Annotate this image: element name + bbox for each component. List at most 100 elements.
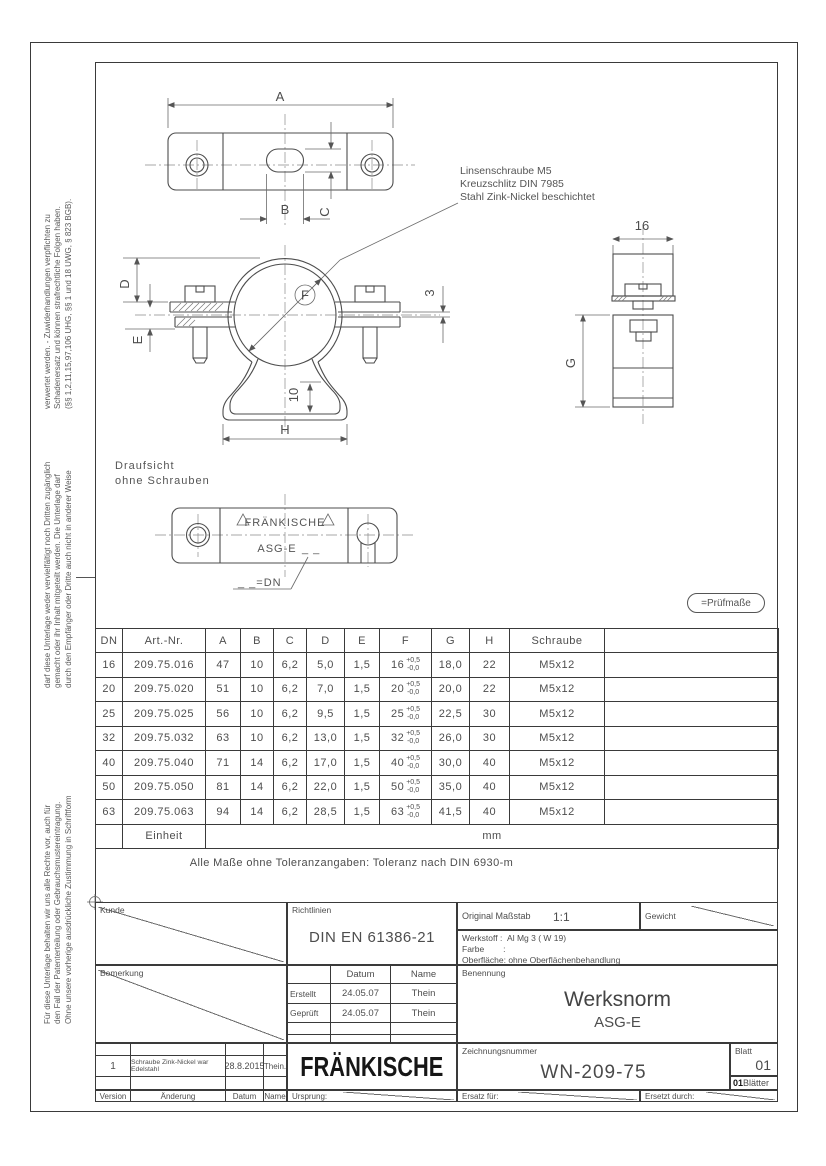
ersetzt-durch-field: Ersetzt durch: <box>640 1090 778 1102</box>
plate-model-text: ASG-E <box>257 543 296 555</box>
screw-note-line1: Linsenschraube M5 <box>460 165 552 177</box>
cell-d: 17,0 <box>306 750 345 776</box>
version-header: Version <box>96 1091 131 1101</box>
col-header-art: Art.-Nr. <box>122 628 206 653</box>
cell-schraube: M5x12 <box>509 725 605 751</box>
screw-note: Linsenschraube M5 Kreuzschlitz DIN 7985 … <box>339 165 595 261</box>
zeichnungsnummer-field: Zeichnungsnummer WN-209-75 <box>457 1043 730 1090</box>
cell-art: 209.75.016 <box>122 652 206 678</box>
blaetter-label: Blätter <box>743 1078 770 1088</box>
einheit-empty-cell <box>95 823 123 849</box>
side-view: 16 G <box>563 218 676 424</box>
erstellt-label: Erstellt <box>288 984 331 1003</box>
cell-g: 41,5 <box>431 799 470 825</box>
front-view: F D E 3 10 H <box>117 245 450 445</box>
col-header-d: D <box>306 628 345 653</box>
blaetter-count: 01 <box>733 1078 744 1088</box>
geprueft-label: Geprüft <box>288 1004 331 1022</box>
cell-art: 209.75.020 <box>122 676 206 702</box>
cell-art: 209.75.040 <box>122 750 206 776</box>
cell-art: 209.75.063 <box>122 799 206 825</box>
cell-b: 14 <box>240 799 274 825</box>
cell-empty <box>604 652 779 678</box>
plan-view: Draufsicht ohne Schrauben FRÄNKISCHE ASG… <box>115 460 415 590</box>
cell-dn: 50 <box>95 774 123 800</box>
dim-label-b: B <box>281 202 290 217</box>
cell-f: 25+0,5-0,0 <box>379 701 432 727</box>
cell-empty <box>604 676 779 702</box>
cell-a: 47 <box>205 652 241 678</box>
ursprung-label: Ursprung: <box>292 1092 328 1101</box>
cell-e: 1,5 <box>344 652 380 678</box>
section-hatch <box>172 302 224 327</box>
cell-e: 1,5 <box>344 750 380 776</box>
cell-h: 40 <box>469 750 510 776</box>
col-header-h: H <box>469 628 510 653</box>
massstab-label: Original Maßstab <box>462 911 531 921</box>
cell-g: 30,0 <box>431 750 470 776</box>
blatt-label: Blatt <box>735 1046 753 1056</box>
cell-dn: 25 <box>95 701 123 727</box>
dim-label-10: 10 <box>286 388 301 402</box>
cell-b: 10 <box>240 676 274 702</box>
table-header-row: DN Art.-Nr. A B C D E F G H Schraube <box>95 628 779 653</box>
einheit-label: Einheit <box>122 823 206 849</box>
cell-h: 22 <box>469 676 510 702</box>
legal-notice-part1: Für diese Unterlage behalten wir uns all… <box>43 795 73 1024</box>
table-row: 50 209.75.050 81 14 6,2 22,0 1,5 50+0,5-… <box>95 774 779 800</box>
einheit-row: Einheit mm <box>95 823 779 849</box>
plate-dn-blank: _ _ <box>301 543 320 555</box>
table-row: 25 209.75.025 56 10 6,2 9,5 1,5 25+0,5-0… <box>95 701 779 727</box>
approval-name-header: Name <box>410 969 437 980</box>
cell-a: 63 <box>205 725 241 751</box>
bemerkung-field: Bemerkung <box>95 965 287 1043</box>
cell-f: 32+0,5-0,0 <box>379 725 432 751</box>
col-header-e: E <box>344 628 380 653</box>
werkstoff-label: Werkstoff : <box>462 933 503 943</box>
dim-label-g: G <box>563 358 578 368</box>
richtlinien-value: DIN EN 61386-21 <box>309 929 435 946</box>
left-screw <box>184 285 216 364</box>
cell-e: 1,5 <box>344 799 380 825</box>
cell-schraube: M5x12 <box>509 750 605 776</box>
col-header-c: C <box>273 628 307 653</box>
cell-c: 6,2 <box>273 799 307 825</box>
dim-label-a: A <box>276 89 285 104</box>
aenderung-header: Änderung <box>131 1091 226 1101</box>
sheet-center-mark <box>76 577 95 578</box>
cell-art: 209.75.050 <box>122 774 206 800</box>
cell-schraube: M5x12 <box>509 774 605 800</box>
cell-a: 51 <box>205 676 241 702</box>
revision-table: 1 Schraube Zink-Nickel war Edelstahl 28.… <box>95 1043 287 1090</box>
benennung-subtitle: ASG-E <box>594 1014 641 1031</box>
dim-label-d: D <box>117 279 132 288</box>
cell-e: 1,5 <box>344 774 380 800</box>
ersatz-fuer-label: Ersatz für: <box>462 1092 499 1101</box>
dim-label-e: E <box>130 335 145 344</box>
kunde-label: Kunde <box>100 905 125 915</box>
technical-drawing: A B C Linsenschraube M5 Kreuzschlitz DIN… <box>115 89 676 590</box>
ersatz-fuer-field: Ersatz für: <box>457 1090 640 1102</box>
col-header-g: G <box>431 628 470 653</box>
legal-notice-part2: darf diese Unterlage weder vervielfältig… <box>43 461 73 688</box>
cell-schraube: M5x12 <box>509 652 605 678</box>
einheit-value: mm <box>205 823 779 849</box>
ersetzt-durch-label: Ersetzt durch: <box>645 1092 695 1101</box>
col-header-b: B <box>240 628 274 653</box>
cell-d: 13,0 <box>306 725 345 751</box>
revision-aenderung: Schraube Zink-Nickel war Edelstahl <box>131 1056 226 1076</box>
cell-b: 10 <box>240 701 274 727</box>
richtlinien-label: Richtlinien <box>292 905 332 915</box>
approval-table: Datum Name Erstellt 24.05.07 Thein Geprü… <box>287 965 457 1043</box>
cell-h: 30 <box>469 725 510 751</box>
cell-b: 10 <box>240 725 274 751</box>
massstab-value: 1:1 <box>553 910 570 924</box>
oberflaeche-value: ohne Oberflächenbehandlung <box>508 955 621 966</box>
approval-datum-header: Datum <box>331 966 391 983</box>
table-row: 63 209.75.063 94 14 6,2 28,5 1,5 63+0,5-… <box>95 799 779 825</box>
farbe-colon: : <box>503 944 506 955</box>
dn-note: _ _=DN <box>237 577 282 589</box>
col-header-f: F <box>379 628 432 653</box>
